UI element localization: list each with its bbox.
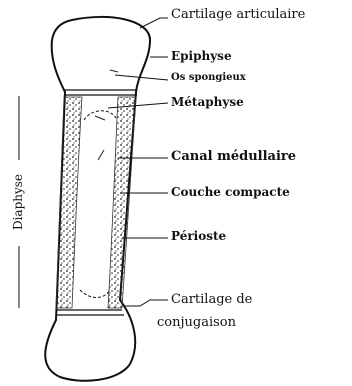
- label-perioste: Périoste: [171, 230, 226, 242]
- label-couche-compacte: Couche compacte: [171, 186, 290, 198]
- label-cartilage-conjugaison-line2: conjugaison: [157, 316, 236, 329]
- label-os-spongieux: Os spongieux: [171, 73, 246, 83]
- label-metaphyse: Métaphyse: [171, 96, 244, 108]
- label-cartilage-conjugaison-line1: Cartilage de: [171, 293, 252, 306]
- label-canal-medullaire: Canal médullaire: [171, 150, 296, 163]
- label-epiphyse: Epiphyse: [171, 50, 232, 62]
- label-cartilage-articulaire: Cartilage articulaire: [171, 8, 305, 21]
- label-diaphyse: Diaphyse: [12, 174, 24, 230]
